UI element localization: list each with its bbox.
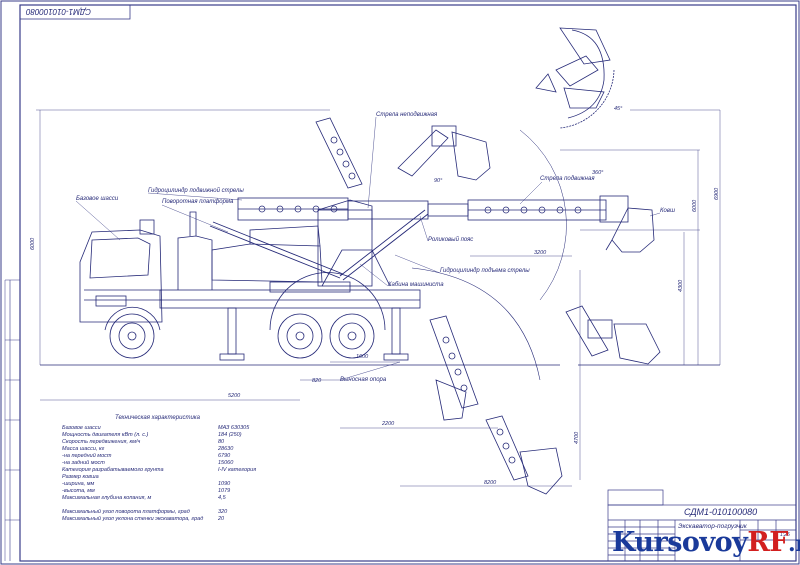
spec-row: Максимальный угол уклона стенки экскават… xyxy=(62,516,282,523)
spec-value: 320 xyxy=(218,509,228,515)
spec-row: Категория разрабатываемого грунта I-IV ка… xyxy=(62,467,282,474)
spec-row: Скорость передвижения, км/ч 80 xyxy=(62,439,282,446)
spec-row: -ширина, мм 1090 xyxy=(62,481,282,488)
spec-key: Масса шасси, кг xyxy=(62,446,105,452)
spec-row: Базовое шасси МАЗ 630305 xyxy=(62,425,282,432)
label-bucket: Ковш xyxy=(660,208,675,214)
dim-4700: 4700 xyxy=(574,431,580,444)
spec-key: Размер ковша xyxy=(62,474,99,480)
spec-value: 80 xyxy=(218,439,225,445)
label-hydro-movable-boom: Гидроцилиндр подвижной стрелы xyxy=(148,188,244,194)
spec-key: Мощность двигателя кВт (л. с.) xyxy=(62,432,149,438)
spec-key: Максимальная глубина копания, м xyxy=(62,495,152,501)
label-fixed-boom: Стрела неподвижная xyxy=(376,112,438,118)
truck-chassis xyxy=(79,199,421,361)
dim-8200: 8200 xyxy=(484,480,497,486)
spec-value: 15060 xyxy=(218,460,234,466)
spec-row: Максимальная глубина копания, м 4,5 xyxy=(62,495,282,502)
label-roller-belt: Роликовый пояс xyxy=(428,237,474,243)
dim-6000-left: 6000 xyxy=(30,237,36,250)
spec-value: МАЗ 630305 xyxy=(218,425,250,431)
label-outrigger: Выносная опора xyxy=(340,377,387,383)
spec-key: -на задний мост xyxy=(62,460,105,466)
spec-row: Мощность двигателя кВт (л. с.) 184 (250) xyxy=(62,432,282,439)
spec-key: Скорость передвижения, км/ч xyxy=(62,439,141,445)
spec-row: Максимальный угол поворота платформы, гр… xyxy=(62,509,282,516)
spec-key: Категория разрабатываемого грунта xyxy=(62,467,164,473)
spec-key: Базовое шасси xyxy=(62,425,101,431)
label-base-chassis: Базовое шасси xyxy=(76,196,119,202)
spec-value: 6790 xyxy=(218,453,231,459)
dim-2200: 2200 xyxy=(382,421,395,427)
spec-key: -на передний мост xyxy=(62,453,112,459)
dim-3200: 3200 xyxy=(534,250,547,256)
spec-key: -высота, мм xyxy=(62,488,95,494)
sheet-scale: 1:25 xyxy=(780,532,790,538)
dim-4300: 4300 xyxy=(678,279,684,292)
dim-1600: 1600 xyxy=(356,354,369,360)
spec-row: -на задний мост 15060 xyxy=(62,460,282,467)
spec-row: Размер ковша xyxy=(62,474,282,481)
spec-value: 184 (250) xyxy=(218,432,242,438)
spec-key: Максимальный угол поворота платформы, гр… xyxy=(62,509,190,515)
drawing-code-rotated: СДМ1-010100080 xyxy=(26,7,91,16)
boom-extended xyxy=(237,195,655,253)
drawing-title: Экскаватор-погрузчик xyxy=(678,523,747,530)
spec-value: 1090 xyxy=(218,481,231,487)
dim-820: 820 xyxy=(312,378,322,384)
spec-row: -на передний мост 6790 xyxy=(62,453,282,460)
dim-5200: 5200 xyxy=(228,393,241,399)
label-operator-cab: Кабина машиниста xyxy=(388,282,444,288)
spec-row: -высота, мм 1079 xyxy=(62,488,282,495)
spec-value: 4,5 xyxy=(218,495,226,501)
spec-value: 28630 xyxy=(218,446,234,452)
angle-45: 45° xyxy=(614,106,623,112)
angle-90: 90° xyxy=(434,178,443,184)
spec-row: Масса шасси, кг 28630 xyxy=(62,446,282,453)
spec-key: -ширина, мм xyxy=(62,481,95,487)
spec-row xyxy=(62,502,282,509)
label-rotary-platform: Поворотная платформа xyxy=(162,199,234,205)
dim-6000-right: 6000 xyxy=(692,199,698,212)
dim-6900: 6900 xyxy=(714,187,720,200)
kursovoyrf-logo: KursovoyRF.ru xyxy=(612,527,800,558)
spec-key: Максимальный угол уклона стенки экскават… xyxy=(62,516,204,522)
drawing-code: СДМ1-010100080 xyxy=(684,507,758,517)
label-movable-boom: Стрела подвижная xyxy=(540,176,595,182)
label-hydro-lift-boom: Гидроцилиндр подъема стрелы xyxy=(440,268,530,274)
angle-360: 360° xyxy=(592,170,604,176)
spec-title: Техническая характеристика xyxy=(115,415,200,421)
spec-value: 1079 xyxy=(218,488,231,494)
spec-value: 20 xyxy=(218,516,225,522)
spec-value: I-IV категория xyxy=(218,467,257,473)
